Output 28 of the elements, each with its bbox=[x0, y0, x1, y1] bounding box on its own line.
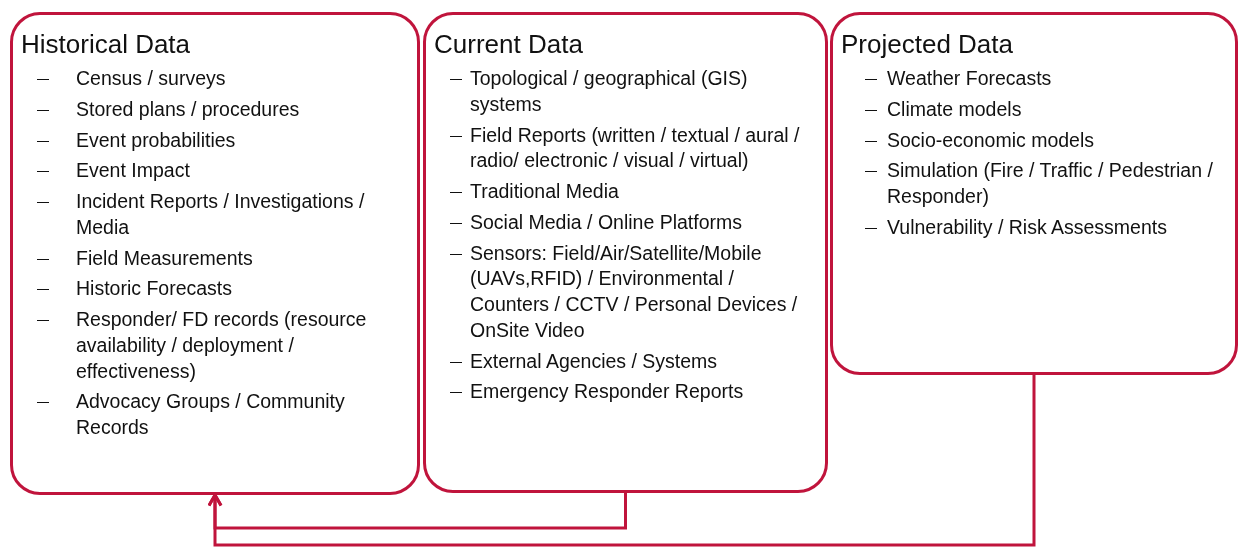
box-heading: Projected Data bbox=[841, 29, 1014, 61]
list-item: Stored plans / procedures bbox=[76, 96, 409, 123]
list-item: Simulation (Fire / Traffic / Pedestrian / Responder) bbox=[887, 158, 1227, 210]
arrow bbox=[207, 375, 1036, 547]
list-item: Census / surveys bbox=[76, 66, 409, 92]
box-heading: Historical Data bbox=[21, 29, 192, 61]
list-item: Traditional Media bbox=[470, 179, 817, 205]
list-item: Socio-economic models bbox=[887, 127, 1227, 154]
list-item: Field Measurements bbox=[76, 245, 409, 272]
list-item: Responder/ FD records (resource availability / deployment / effectiveness) bbox=[76, 307, 409, 385]
data-category-box bbox=[423, 12, 828, 493]
list-item: Field Reports (written / textual / aural / radio/ electronic / visual / virtual) bbox=[470, 122, 817, 175]
list-item: Incident Reports / Investigations / Media bbox=[76, 189, 409, 241]
list-item: Emergency Responder Reports bbox=[470, 379, 817, 405]
list-item: External Agencies / Systems bbox=[470, 348, 817, 375]
list-item: Event Impact bbox=[76, 158, 409, 185]
list-item: Climate models bbox=[887, 96, 1227, 123]
list-item: Topological / geographical (GIS) systems bbox=[470, 66, 817, 118]
list-item: Weather Forecasts bbox=[887, 66, 1227, 92]
list-item: Sensors: Field/Air/Satellite/Mobile (UAVs,RFID) / Environmental / Counters / CCTV / Personal Devices / OnSite Video bbox=[470, 240, 817, 344]
list-item: Vulnerability / Risk Assessments bbox=[887, 214, 1227, 241]
list-item: Historic Forecasts bbox=[76, 276, 409, 303]
list-item: Social Media / Online Platforms bbox=[470, 209, 817, 236]
data-category-box bbox=[10, 12, 420, 495]
list-item: Event probabilities bbox=[76, 127, 409, 154]
list-item: Advocacy Groups / Community Records bbox=[76, 389, 409, 441]
box-heading: Current Data bbox=[434, 29, 584, 61]
data-category-box bbox=[830, 12, 1238, 375]
